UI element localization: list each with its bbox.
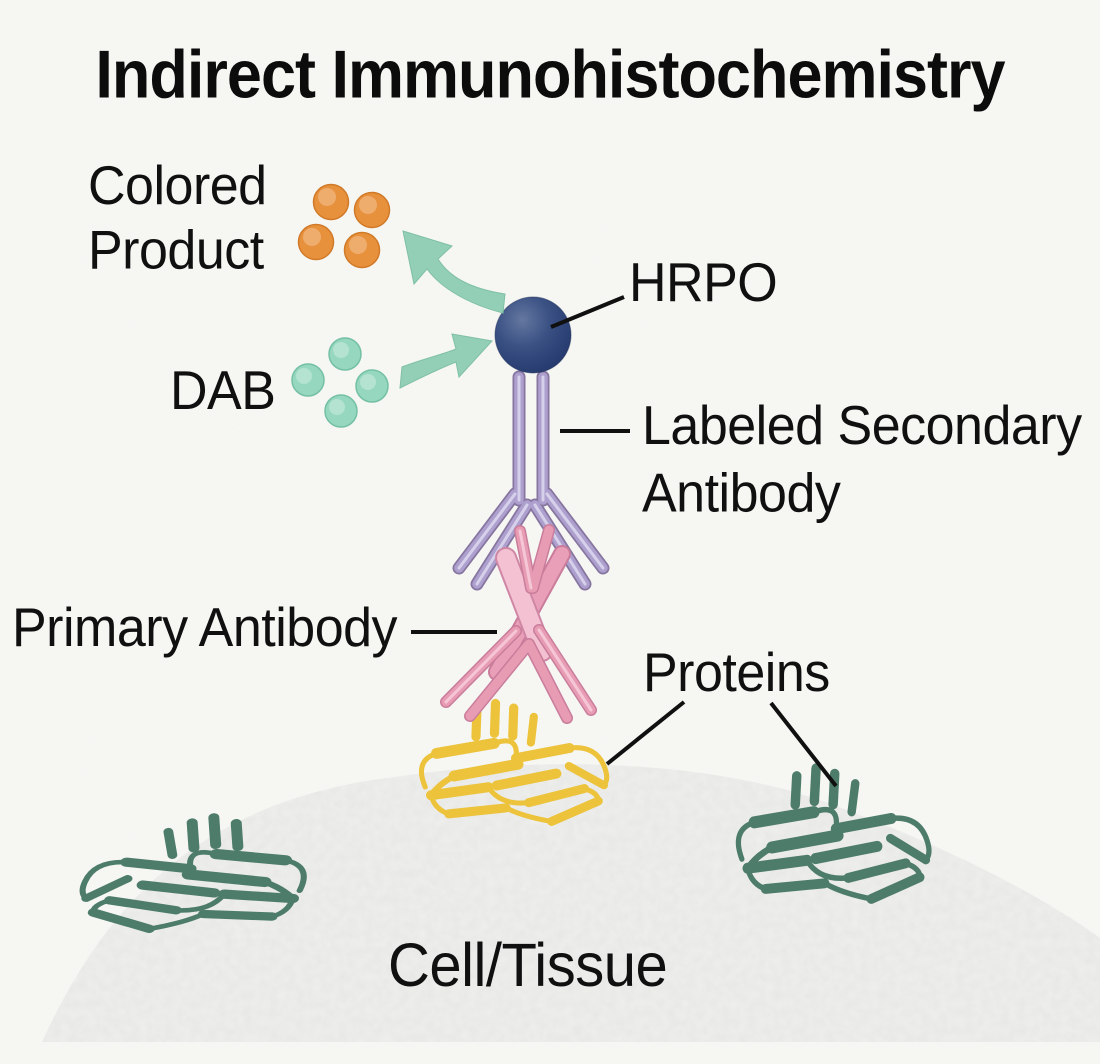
reaction-arrow-up-icon (402, 230, 506, 314)
hrpo-pointer-line (550, 295, 625, 329)
proteins-label: Proteins (643, 642, 830, 704)
primary-antibody-label: Primary Antibody (12, 597, 398, 659)
colored-product-label: Colored Product (88, 155, 267, 282)
hrpo-sphere (494, 296, 572, 374)
hrpo-label: HRPO (629, 252, 778, 314)
cell-tissue-label: Cell/Tissue (388, 931, 668, 1000)
dab-label: DAB (170, 360, 276, 422)
proteins-pointer-line-left (605, 700, 686, 766)
secondary-antibody-label: Labeled Secondary Antibody (642, 395, 1082, 525)
dab-dots (291, 337, 389, 428)
colored-product-dots (297, 183, 391, 269)
diagram-title: Indirect Immunohistochemistry (95, 37, 1005, 113)
reaction-arrow-right-icon (399, 333, 493, 389)
proteins-pointer-line-right (769, 701, 838, 788)
